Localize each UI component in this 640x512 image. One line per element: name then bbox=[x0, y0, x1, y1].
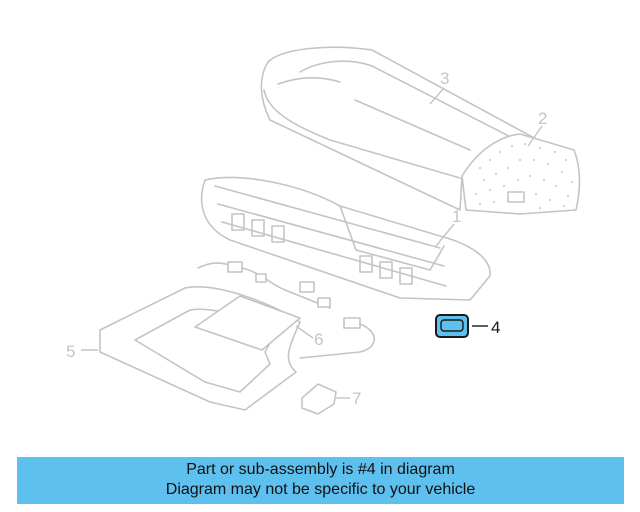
part-7-connector bbox=[301, 383, 337, 415]
part-1-seat-frame bbox=[200, 176, 491, 301]
leader-6 bbox=[295, 325, 314, 339]
callout-3: 3 bbox=[440, 69, 449, 88]
callout-5: 5 bbox=[66, 342, 75, 361]
leader-3 bbox=[429, 87, 445, 105]
parts-diagram: 3 2 1 4 5 6 7 bbox=[66, 46, 581, 415]
callout-7: 7 bbox=[352, 389, 361, 408]
part-5-heater-mat bbox=[99, 286, 301, 411]
info-banner: Part or sub-assembly is #4 in diagram Di… bbox=[17, 457, 624, 504]
callout-2: 2 bbox=[538, 109, 547, 128]
callout-6: 6 bbox=[314, 330, 323, 349]
banner-line-1: Part or sub-assembly is #4 in diagram bbox=[186, 461, 455, 478]
banner-line-2: Diagram may not be specific to your vehi… bbox=[165, 481, 476, 498]
leader-2 bbox=[527, 125, 543, 147]
part-2-seat-cover bbox=[461, 133, 581, 215]
part-4-switch[interactable] bbox=[435, 314, 469, 338]
part-6-heating-element bbox=[194, 261, 376, 359]
cover-texture bbox=[475, 143, 573, 209]
callout-1: 1 bbox=[452, 207, 461, 226]
callout-4[interactable]: 4 bbox=[491, 318, 500, 337]
leader-1 bbox=[435, 223, 455, 247]
